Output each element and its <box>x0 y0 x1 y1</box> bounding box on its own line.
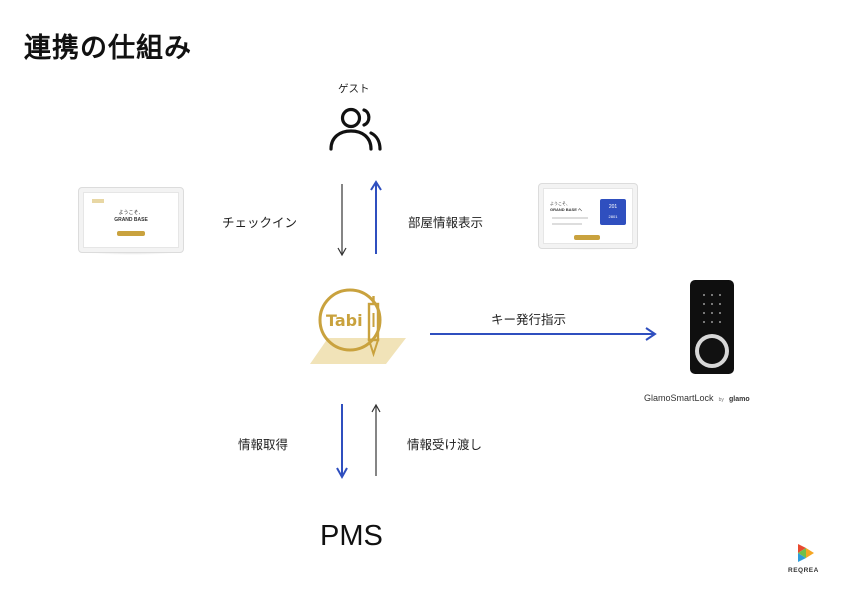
reqrea-logo-icon <box>798 544 814 562</box>
smartlock-by: by <box>718 397 724 403</box>
smartlock-maker: glamo <box>729 396 750 403</box>
guest-label: ゲスト <box>338 83 370 95</box>
room-info-display-label: 部屋情報表示 <box>408 215 484 230</box>
checkin-label: チェックイン <box>222 215 298 230</box>
info-get-label: 情報取得 <box>238 437 289 452</box>
tabi-logo: Tabi <box>310 288 406 364</box>
checkin-tablet-image: ようこそ、 GRAND BASE <box>78 187 184 255</box>
smartlock-caption: GlamoSmartLock by glamo <box>644 386 750 405</box>
smartlock-brand: GlamoSmartLock <box>644 393 714 403</box>
tabi-logo-text: Tabi <box>326 311 363 330</box>
info-handover-label: 情報受け渡し <box>407 437 483 452</box>
key-issue-arrow <box>430 327 657 341</box>
room-info-tablet-image: ようこそ、 GRAND BASE へ 201 2801 <box>538 183 638 250</box>
tabi-pms-arrows <box>336 403 381 480</box>
pms-label: PMS <box>320 520 383 552</box>
smartlock-image <box>690 280 734 374</box>
guest-tabi-arrows <box>337 180 382 257</box>
key-issue-label: キー発行指示 <box>491 312 567 327</box>
page-title: 連携の仕組み <box>24 33 192 64</box>
reqrea-logo-text: REQREA <box>788 567 819 574</box>
users-icon <box>329 107 382 151</box>
